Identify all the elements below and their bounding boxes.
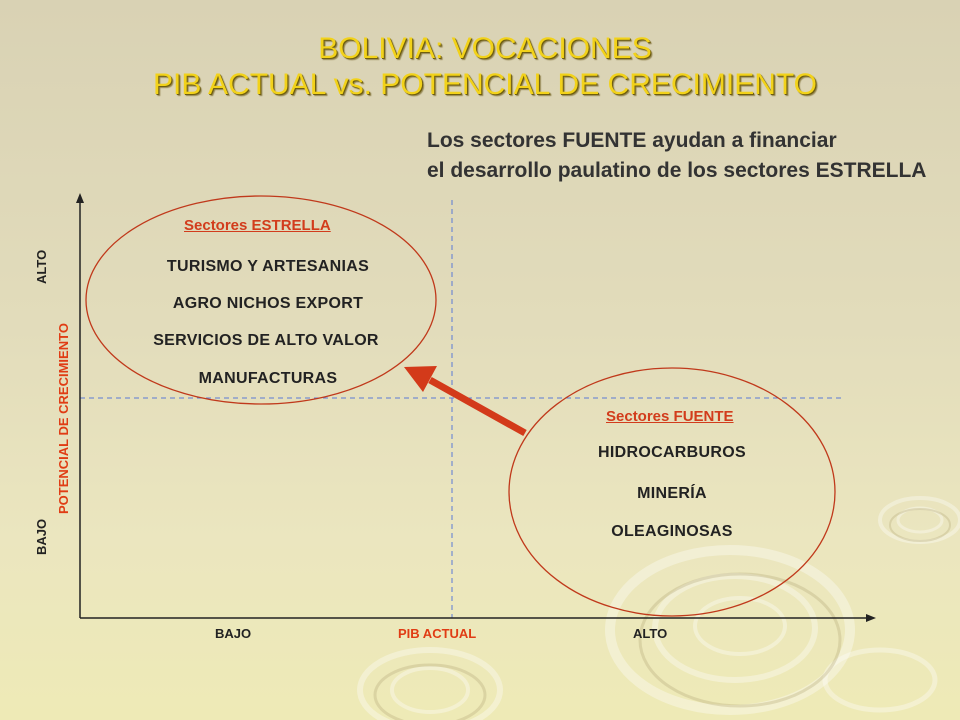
source-sectors-heading: Sectores FUENTE [606, 408, 734, 425]
star-item: MANUFACTURAS [198, 370, 338, 387]
subtitle-line-1: Los sectores FUENTE ayudan a financiar [427, 129, 837, 152]
star-item: SERVICIOS DE ALTO VALOR [153, 332, 379, 349]
x-low-label: BAJO [215, 626, 252, 641]
star-sectors-ellipse [85, 195, 437, 405]
title-line-1: BOLIVIA: VOCACIONES [318, 32, 652, 65]
star-item: TURISMO Y ARTESANIAS [166, 258, 370, 275]
title-line-2: PIB ACTUAL vs. POTENCIAL DE CRECIMIENTO [152, 68, 817, 101]
x-axis-arrowhead [866, 614, 876, 622]
star-item: AGRO NICHOS EXPORT [172, 295, 364, 312]
source-item: OLEAGINOSAS [611, 523, 733, 540]
star-sectors-heading: Sectores ESTRELLA [184, 217, 331, 234]
source-sectors-ellipse [508, 367, 836, 617]
financing-arrow-head [404, 366, 437, 392]
x-high-label: ALTO [633, 626, 668, 641]
subtitle-line-2: el desarrollo paulatino de los sectores … [427, 159, 927, 182]
source-item: HIDROCARBUROS [598, 444, 746, 461]
y-low-label: BAJO [34, 518, 49, 555]
source-item: MINERÍA [637, 485, 707, 502]
y-high-label: ALTO [34, 249, 49, 284]
financing-arrow-shaft [428, 376, 527, 437]
y-axis-arrowhead [76, 193, 84, 203]
x-axis-title: PIB ACTUAL [398, 626, 477, 641]
y-axis-title: POTENCIAL DE CRECIMIENTO [56, 323, 71, 514]
